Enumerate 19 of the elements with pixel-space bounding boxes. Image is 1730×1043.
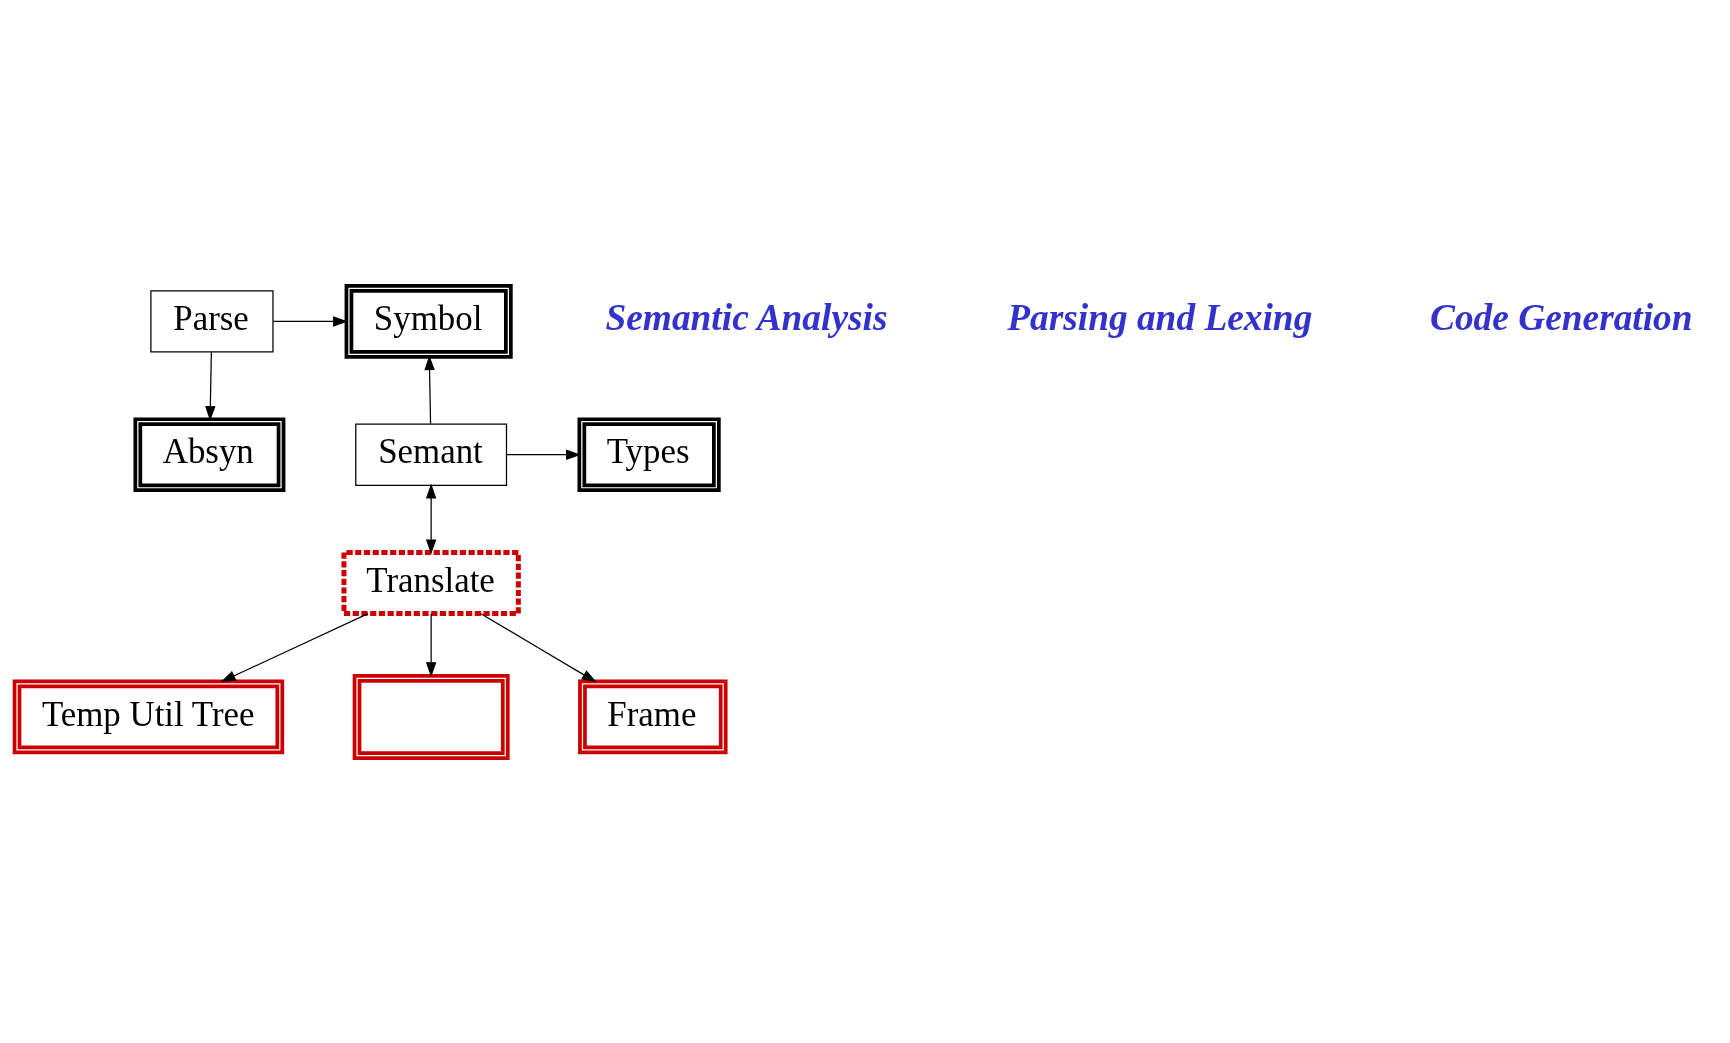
node-box: Symbol — [344, 283, 513, 359]
arrow — [505, 449, 581, 460]
node-box: Temp Util Tree — [12, 679, 284, 754]
arrow — [479, 612, 597, 682]
arrow — [220, 612, 369, 682]
node-box: Frame — [577, 679, 728, 754]
arrow — [425, 612, 436, 677]
node-box: Translate — [340, 549, 521, 616]
node-box — [352, 673, 510, 760]
arrow — [272, 315, 348, 327]
label: Semantic Analysis — [605, 296, 887, 338]
node-box: Absyn — [132, 416, 285, 492]
label: Parsing and Lexing — [1006, 296, 1312, 338]
arrow — [204, 350, 216, 421]
label: Code Generation — [1429, 296, 1693, 338]
arrow — [425, 483, 436, 554]
node-box: Types — [577, 416, 721, 492]
node-box: Semant — [354, 423, 507, 486]
node-box: Parse — [149, 289, 274, 353]
